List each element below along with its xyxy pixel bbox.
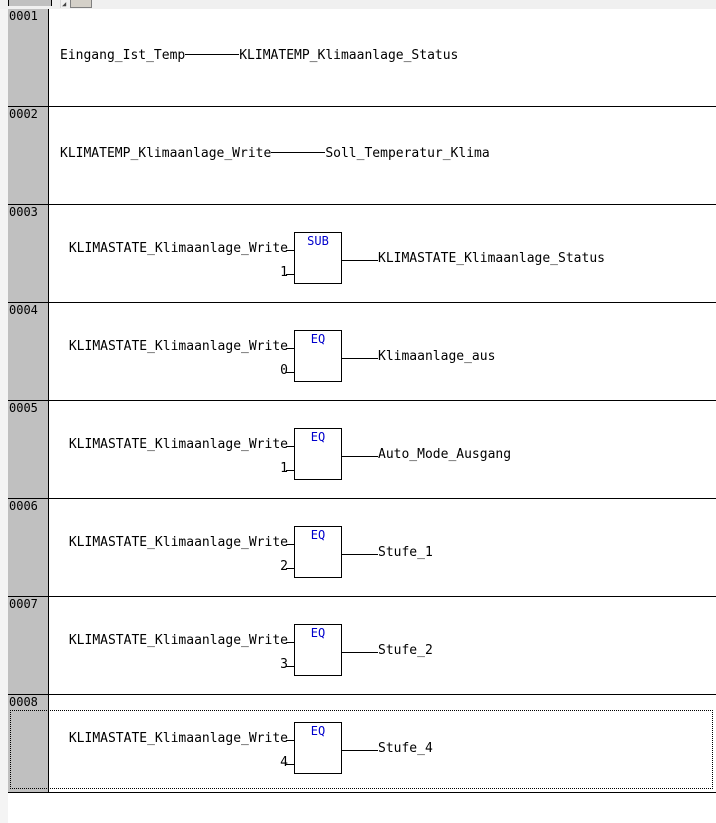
- input-variable-label[interactable]: KLIMASTATE_Klimaanlage_Write: [68, 731, 288, 746]
- assignment-row[interactable]: KLIMATEMP_Klimaanlage_Write Soll_Temperat…: [60, 147, 490, 161]
- output-variable-label[interactable]: Stufe_1: [378, 545, 433, 560]
- output-wire: [342, 652, 378, 653]
- output-wire: [342, 358, 378, 359]
- input-wire-1: [286, 740, 294, 741]
- network-gutter[interactable]: [8, 695, 49, 792]
- network-number: 0007: [9, 597, 38, 611]
- toolbar-button-icon[interactable]: [70, 0, 92, 8]
- output-wire: [342, 750, 378, 751]
- network-gutter[interactable]: [8, 107, 49, 204]
- input-wire-2: [286, 274, 294, 275]
- input-variable-label[interactable]: KLIMASTATE_Klimaanlage_Write: [68, 437, 288, 452]
- network-gutter[interactable]: [8, 303, 49, 400]
- network-number: 0002: [9, 107, 38, 121]
- input-wire-1: [286, 250, 294, 251]
- output-variable-label[interactable]: Stufe_2: [378, 643, 433, 658]
- canvas-empty-area[interactable]: [8, 793, 716, 823]
- network-gutter[interactable]: [8, 597, 49, 694]
- toolbar-gutter-stub: [8, 0, 52, 6]
- input-wire-2: [286, 666, 294, 667]
- connection-wire: [185, 54, 240, 55]
- input-wire-1: [286, 446, 294, 447]
- input-variable-label[interactable]: KLIMASTATE_Klimaanlage_Write: [68, 535, 288, 550]
- network-body: Eingang_Ist_Temp KLIMATEMP_Klimaanlage_St…: [50, 9, 716, 106]
- network-number: 0003: [9, 205, 38, 219]
- function-block[interactable]: EQ: [294, 624, 342, 676]
- output-variable-label[interactable]: KLIMATEMP_Klimaanlage_Status: [239, 48, 459, 63]
- input-variable-label[interactable]: KLIMASTATE_Klimaanlage_Write: [68, 339, 288, 354]
- network-number: 0001: [9, 9, 38, 23]
- output-variable-label[interactable]: Soll_Temperatur_Klima: [325, 146, 490, 161]
- input-variable-label[interactable]: KLIMASTATE_Klimaanlage_Write: [68, 241, 288, 256]
- function-block[interactable]: SUB: [294, 232, 342, 284]
- input-wire-1: [286, 642, 294, 643]
- function-block[interactable]: EQ: [294, 722, 342, 774]
- function-block-operator: SUB: [307, 234, 329, 248]
- input-wire-2: [286, 764, 294, 765]
- function-block-operator: EQ: [310, 626, 326, 640]
- output-wire: [342, 554, 378, 555]
- output-variable-label[interactable]: Klimaanlage_aus: [378, 349, 496, 364]
- function-block-operator: EQ: [310, 430, 326, 444]
- input-wire-1: [286, 544, 294, 545]
- network-focus-rect: [10, 710, 713, 789]
- output-variable-label[interactable]: Stufe_4: [378, 741, 433, 756]
- network-gutter[interactable]: [8, 401, 49, 498]
- network-number: 0008: [9, 695, 38, 709]
- network-number: 0006: [9, 499, 38, 513]
- assignment-row[interactable]: Eingang_Ist_Temp KLIMATEMP_Klimaanlage_St…: [60, 49, 458, 63]
- function-block[interactable]: EQ: [294, 330, 342, 382]
- network-body: KLIMASTATE_Klimaanlage_Write 3 EQ Stufe_2: [50, 597, 716, 694]
- network-body: KLIMATEMP_Klimaanlage_Write Soll_Temperat…: [50, 107, 716, 204]
- output-wire: [342, 456, 378, 457]
- input-wire-2: [286, 568, 294, 569]
- input-constant-label[interactable]: 4: [280, 755, 288, 770]
- network-gutter[interactable]: [8, 9, 49, 106]
- function-block-operator: EQ: [310, 528, 326, 542]
- input-wire-2: [286, 372, 294, 373]
- network-body: KLIMASTATE_Klimaanlage_Write 1 EQ Auto_Mode…: [50, 401, 716, 498]
- function-block[interactable]: EQ: [294, 526, 342, 578]
- input-variable-label[interactable]: KLIMATEMP_Klimaanlage_Write: [60, 146, 272, 161]
- network-body: KLIMASTATE_Klimaanlage_Write 4 EQ Stufe_4: [50, 695, 716, 792]
- network-gutter[interactable]: [8, 499, 49, 596]
- input-constant-label[interactable]: 1: [280, 461, 288, 476]
- input-variable-label[interactable]: KLIMASTATE_Klimaanlage_Write: [68, 633, 288, 648]
- network-number: 0004: [9, 303, 38, 317]
- toolbar-separator: [60, 0, 61, 8]
- input-variable-label[interactable]: Eingang_Ist_Temp: [60, 48, 186, 63]
- function-block-operator: EQ: [310, 724, 326, 738]
- input-constant-label[interactable]: 0: [280, 363, 288, 378]
- output-variable-label[interactable]: KLIMASTATE_Klimaanlage_Status: [378, 251, 605, 266]
- input-constant-label[interactable]: 3: [280, 657, 288, 672]
- function-block-operator: EQ: [310, 332, 326, 346]
- network-body: KLIMASTATE_Klimaanlage_Write 0 EQ Klimaanla…: [50, 303, 716, 400]
- output-wire: [342, 260, 378, 261]
- input-wire-1: [286, 348, 294, 349]
- input-wire-2: [286, 470, 294, 471]
- network-body: KLIMASTATE_Klimaanlage_Write 1 SUB KLIMASTA…: [50, 205, 716, 302]
- network-body: KLIMASTATE_Klimaanlage_Write 2 EQ Stufe_1: [50, 499, 716, 596]
- input-constant-label[interactable]: 1: [280, 265, 288, 280]
- network-gutter[interactable]: [8, 205, 49, 302]
- input-constant-label[interactable]: 2: [280, 559, 288, 574]
- connection-wire: [271, 152, 326, 153]
- network-number: 0005: [9, 401, 38, 415]
- caret-icon[interactable]: ◢: [62, 0, 67, 8]
- function-block[interactable]: EQ: [294, 428, 342, 480]
- output-variable-label[interactable]: Auto_Mode_Ausgang: [378, 447, 512, 462]
